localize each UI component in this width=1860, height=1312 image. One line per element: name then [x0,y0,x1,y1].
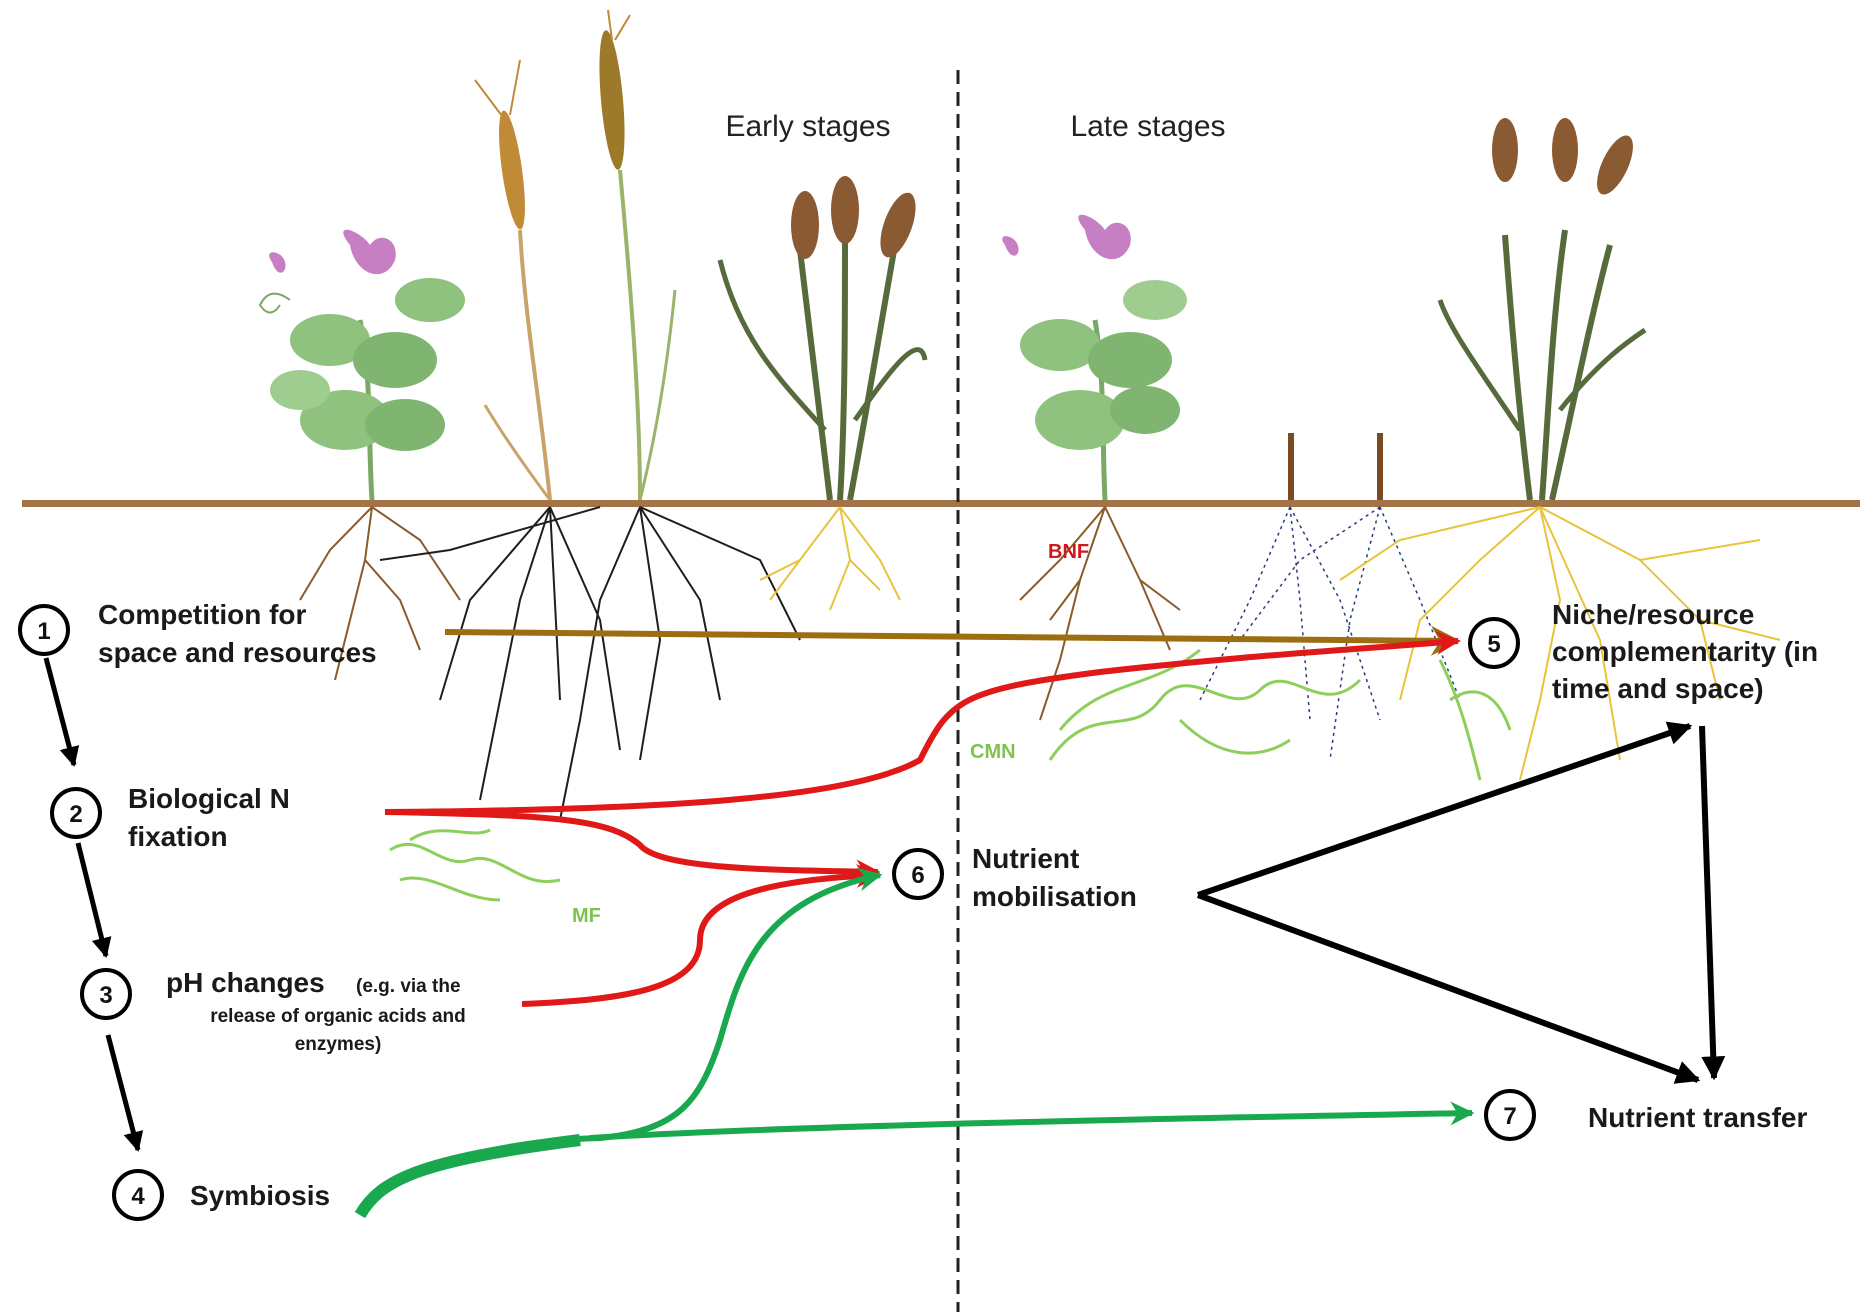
process-3-note-line-3: enzymes) [295,1034,382,1055]
process-6-marker: 6 [894,850,942,898]
svg-text:3: 3 [99,982,112,1009]
early-pea-plant [260,230,465,500]
process-6-label-line-2: mobilisation [972,881,1137,912]
bnf-label: BNF [1048,541,1089,563]
process-4-marker: 4 [114,1171,162,1219]
process-5-marker: 5 [1470,619,1518,667]
svg-text:5: 5 [1487,631,1500,658]
process-5-label-line-3: time and space) [1552,673,1764,704]
process-chain-arrows [46,658,138,1150]
early-cereal-roots [760,507,900,610]
process-7-label: Nutrient transfer [1588,1102,1807,1133]
early-stages-title: Early stages [725,110,890,143]
late-residue-roots-dashed [1200,507,1460,760]
early-wild-grass-plants [475,10,675,500]
svg-text:6: 6 [911,862,924,889]
red-arrows [385,641,1458,1004]
late-pea-plant [1002,215,1187,500]
svg-text:7: 7 [1503,1103,1516,1130]
process-3-marker: 3 [82,970,130,1018]
competition-arrow [445,632,1458,641]
process-2-label-line-2: fixation [128,821,228,852]
process-1-label-line-2: space and resources [98,637,377,668]
process-2-marker: 2 [52,789,100,837]
process-4-label: Symbiosis [190,1180,330,1211]
process-5-label-line-2: complementarity (in [1552,636,1818,667]
process-7-marker: 7 [1486,1091,1534,1139]
process-3-note-line-2: release of organic acids and [210,1006,466,1027]
late-stages-title: Late stages [1070,110,1225,143]
outcome-arrows [1198,726,1714,1080]
process-3-note-line-1: (e.g. via the [356,976,461,997]
late-cereal-plant [1440,118,1645,500]
cmn-label: CMN [970,741,1016,763]
green-arrows [360,875,1472,1215]
svg-text:1: 1 [37,618,50,645]
svg-text:4: 4 [131,1183,145,1210]
process-6-label-line-1: Nutrient [972,843,1079,874]
late-residue-stubble [1288,433,1383,500]
mf-label: MF [572,905,601,927]
late-legume-roots [1020,507,1180,720]
early-cereal-plant [720,176,925,500]
process-3-label: pH changes [166,967,325,998]
process-2-label-line-1: Biological N [128,783,290,814]
mycorrhizal-fungi-mf [390,830,560,900]
soil-surface-line [22,500,1860,507]
process-1-marker: 1 [20,606,68,654]
svg-text:2: 2 [69,801,82,828]
process-1-label-line-1: Competition for [98,599,307,630]
early-grass-roots [380,507,800,820]
process-5-label-line-1: Niche/resource [1552,599,1754,630]
